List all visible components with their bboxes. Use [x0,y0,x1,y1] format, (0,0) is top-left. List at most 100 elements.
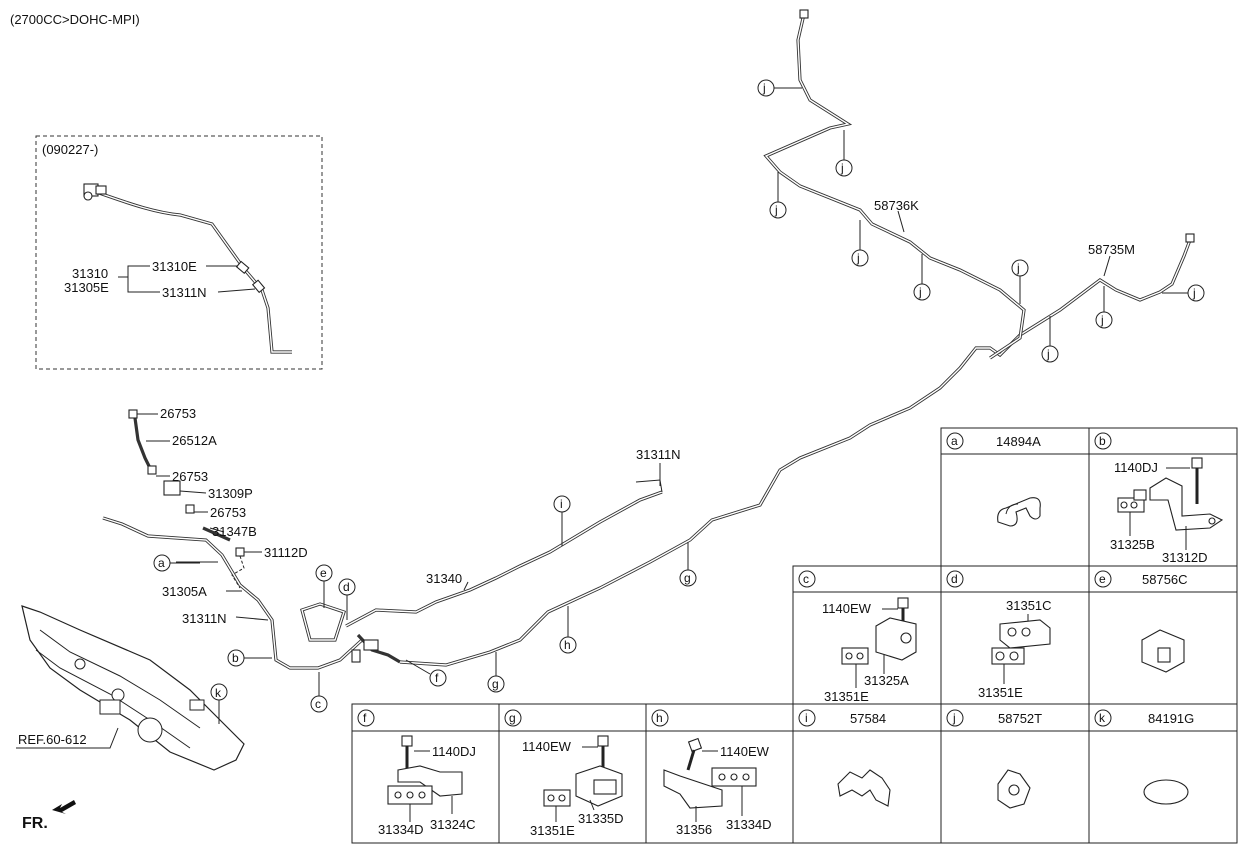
part-58735M: 58735M [1088,242,1135,257]
callout-c [310,695,328,713]
callout-d [338,578,356,596]
svg-text:d: d [951,572,958,586]
inset-group: (090227-) 31310 31305E 31310E 31311N [35,135,323,370]
cell-b: b 1140DJ 31325B 31312D [1094,432,1224,565]
svg-text:k: k [215,686,222,700]
svg-text:a: a [951,434,958,448]
callout-k-main [210,683,228,701]
clip-31351E-icon [841,647,869,665]
callout-j-7 [1041,345,1059,363]
svg-text:g: g [684,571,691,585]
cell-d-part-31351C: 31351C [1006,598,1052,613]
callout-j-2 [835,159,853,177]
part-31309P: 31309P [208,486,253,501]
cell-k-title: 84191G [1148,711,1194,726]
cell-c-part-31351E: 31351E [824,689,869,704]
inset-serial-label: (090227-) [42,142,98,157]
callout-j-5 [913,283,931,301]
svg-text:k: k [1099,711,1106,725]
cell-c: c 1140EW 31351E 31325A [798,570,917,704]
cell-e: e 58756C [1094,570,1188,673]
part-26753-a: 26753 [160,406,196,421]
front-arrow-icon [52,800,76,814]
part-26512A: 26512A [172,433,217,448]
callout-j-1 [757,79,775,97]
bolt-icon [1191,457,1203,504]
parts-table: a 14894A b 1140DJ [351,427,1238,844]
cell-b-part-1140DJ: 1140DJ [1114,460,1158,475]
cell-h-part-31334D: 31334D [726,817,772,832]
part-31112D: 31112D [264,545,308,560]
callout-g-2 [679,569,697,587]
part-58736K: 58736K [874,198,919,213]
cell-d: d 31351C 31351E [946,570,1052,700]
svg-text:h: h [564,638,571,652]
callout-j-8 [1095,311,1113,329]
cell-f-part-31334D: 31334D [378,822,424,837]
cell-h-part-1140EW: 1140EW [720,744,770,759]
cell-i-title: 57584 [850,711,886,726]
callout-a [153,554,171,572]
cell-g-part-31335D: 31335D [578,811,624,826]
direction-label: FR. [22,815,48,832]
cell-j: j 58752T [946,709,1042,809]
svg-text:d: d [343,580,350,594]
svg-text:j: j [840,161,844,175]
hose-26512A [133,417,152,469]
inset-box [35,135,323,370]
cell-a-title: 14894A [996,434,1041,449]
clip-31334D-icon [387,785,433,805]
body-panel-icon [21,605,245,771]
bolt-icon [401,735,413,772]
cell-f-part-31324C: 31324C [430,817,476,832]
plug-84191G-icon [1143,779,1189,805]
callout-j-4 [851,249,869,267]
svg-text:h: h [656,711,663,725]
svg-text:i: i [805,711,808,725]
clamp-31112D-icon [235,547,245,557]
inset-part-31310: 31310 [72,266,108,281]
svg-text:c: c [315,697,321,711]
svg-text:j: j [918,285,922,299]
check-valve-31309P-icon [163,480,181,496]
svg-text:i: i [560,497,563,511]
part-26753-b: 26753 [172,469,208,484]
part-31340: 31340 [426,571,462,586]
svg-text:a: a [158,556,165,570]
callout-e [315,564,333,582]
part-26753-c: 26753 [210,505,246,520]
cell-j-title: 58752T [998,711,1042,726]
cell-c-part-1140EW: 1140EW [822,601,872,616]
bolt-icon [597,735,609,770]
callouts: a b c d e f g g h i j j j j j j j j j [153,79,1205,713]
inset-part-31310E: 31310E [152,259,197,274]
cell-g-part-1140EW: 1140EW [522,739,572,754]
cell-c-part-31325A: 31325A [864,673,909,688]
clip-31335D-icon [575,765,623,807]
callout-h [559,636,577,654]
callout-j-6 [1011,259,1029,277]
svg-text:j: j [1016,261,1020,275]
cell-f: f 1140DJ 31334D 31324C [357,709,476,837]
clip-31325A-icon [875,617,917,661]
svg-text:g: g [492,677,499,691]
hose-31347B [202,526,231,542]
svg-text:j: j [1100,313,1104,327]
bracket-31324C-icon [397,765,463,797]
cell-g: g 1140EW 31351E 31335D [504,709,624,838]
svg-text:j: j [1046,347,1050,361]
clip-31351E-icon [543,789,571,807]
svg-text:b: b [232,651,239,665]
callout-f [429,669,447,687]
callout-i [553,495,571,513]
svg-text:j: j [1192,286,1196,300]
svg-text:e: e [320,566,327,580]
cell-f-part-1140DJ: 1140DJ [432,744,476,759]
svg-text:j: j [774,203,778,217]
clip-14894A-icon [997,497,1041,527]
part-31347B: 31347B [212,524,257,539]
cell-b-part-31325B: 31325B [1110,537,1155,552]
callout-g-1 [487,675,505,693]
inset-connector-icon [83,183,107,201]
